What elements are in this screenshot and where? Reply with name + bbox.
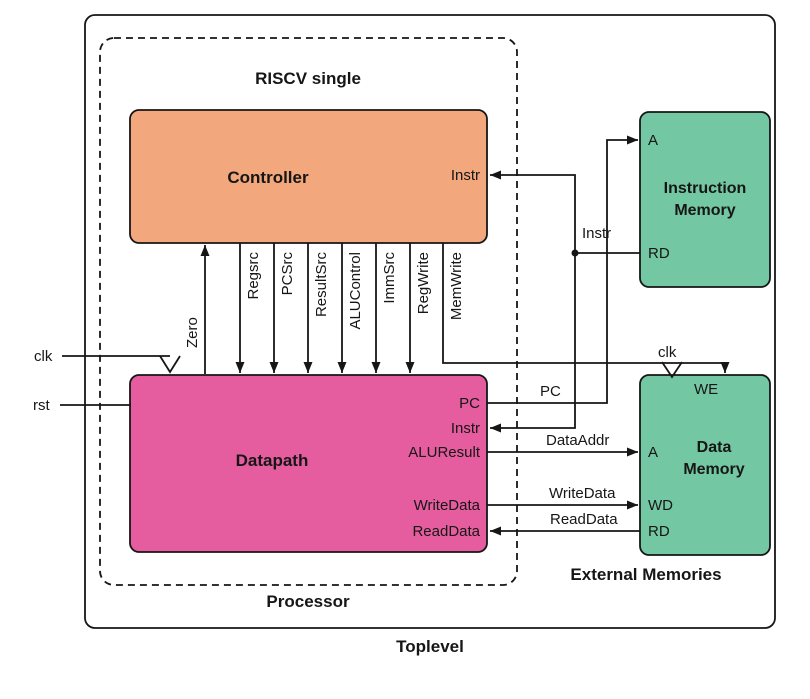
writedata-wire-label: WriteData	[549, 485, 616, 502]
datapath-port-pc: PC	[459, 395, 480, 412]
riscv-single-label: RISCV single	[255, 69, 361, 88]
clk-mem-wedge-icon	[661, 361, 683, 379]
controller-port-instr: Instr	[451, 167, 480, 184]
imem-title-line2: Memory	[674, 202, 735, 219]
regsrc-label: Regsrc	[245, 252, 262, 300]
readdata-wire-label: ReadData	[550, 511, 618, 528]
data-memory-block	[639, 374, 771, 556]
clk-wedge-icon	[159, 355, 181, 374]
toplevel-box	[84, 14, 776, 629]
rst-label: rst	[33, 397, 50, 414]
dataaddr-wire-label: DataAddr	[546, 432, 609, 449]
imem-port-a: A	[648, 132, 658, 149]
instruction-memory-block	[639, 111, 771, 288]
memwrite-label: MemWrite	[448, 252, 465, 320]
immsrc-label: ImmSrc	[381, 252, 398, 304]
instr-junction-dot	[571, 249, 579, 257]
dmem-port-rd: RD	[648, 523, 670, 540]
dmem-title-line1: Data	[697, 439, 732, 456]
processor-label: Processor	[266, 592, 350, 611]
instr-wire	[490, 170, 576, 433]
dmem-port-wd: WD	[648, 497, 673, 514]
pc-wire-label: PC	[540, 383, 561, 400]
datapath-port-aluresult: ALUResult	[408, 444, 481, 461]
dmem-port-we: WE	[694, 381, 718, 398]
instr-wire-label: Instr	[582, 225, 611, 242]
pcsrc-label: PCSrc	[279, 252, 296, 296]
datapath-block	[129, 374, 488, 553]
imem-port-rd: RD	[648, 245, 670, 262]
alucontrol-label: ALUControl	[347, 252, 364, 330]
imem-title-line1: Instruction	[664, 180, 747, 197]
processor-box	[99, 37, 518, 586]
controller-title: Controller	[227, 168, 309, 187]
external-memories-label: External Memories	[570, 565, 721, 584]
dmem-title-line2: Memory	[683, 461, 744, 478]
clk-mem-label: clk	[658, 344, 677, 361]
memwrite-wire	[442, 243, 730, 373]
datapath-port-writedata: WriteData	[414, 497, 481, 514]
datapath-title: Datapath	[236, 451, 309, 470]
datapath-port-instr: Instr	[451, 420, 480, 437]
regwrite-label: RegWrite	[415, 252, 432, 314]
toplevel-label: Toplevel	[396, 637, 464, 656]
dmem-port-a: A	[648, 444, 658, 461]
resultsrc-label: ResultSrc	[313, 252, 330, 318]
datapath-port-readdata: ReadData	[412, 523, 480, 540]
zero-label: Zero	[184, 317, 201, 348]
pc-wire	[487, 135, 638, 404]
clk-label: clk	[34, 348, 53, 365]
